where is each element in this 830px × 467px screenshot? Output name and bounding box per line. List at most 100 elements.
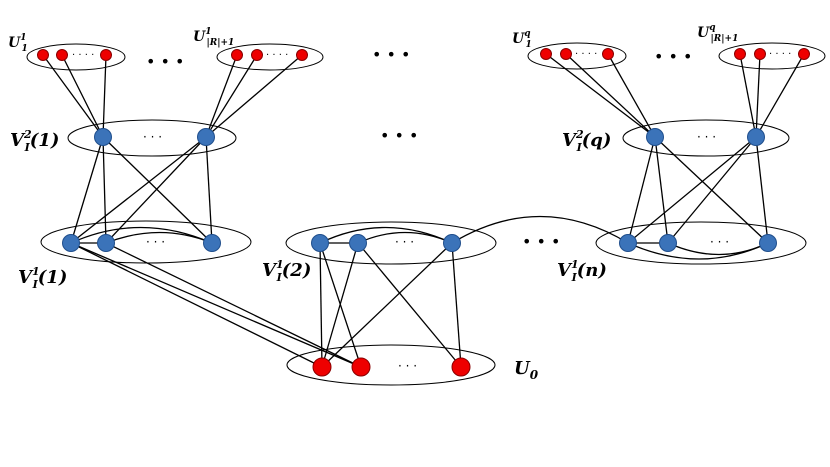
node-uq-1-c — [602, 48, 614, 60]
node-v2-q-a — [646, 128, 664, 146]
edge — [321, 242, 453, 368]
blue-nodes — [62, 128, 777, 252]
node-v2-1-a — [94, 128, 112, 146]
edge — [102, 136, 213, 244]
big-dots-top-left: • • • — [146, 52, 184, 71]
node-u1-r-c — [296, 49, 308, 61]
node-uq-r-b — [754, 48, 766, 60]
label-u1-r: U1|R|+1 — [193, 27, 234, 48]
dots-v2-q: · · · — [697, 130, 716, 144]
node-u1-1-b — [56, 49, 68, 61]
ellipse-v1-2 — [285, 221, 497, 265]
edge — [627, 136, 656, 244]
label-u0: U0 — [514, 358, 539, 382]
big-dots-top-right: • • • — [654, 47, 692, 66]
node-v1-2-a — [311, 234, 329, 252]
node-u1-1-c — [100, 49, 112, 61]
dots-u0: · · · — [398, 359, 417, 373]
edge — [451, 215, 629, 244]
edge — [319, 226, 453, 244]
ellipse-uq-1 — [527, 42, 627, 70]
edge — [70, 136, 104, 244]
edge — [565, 53, 656, 138]
edge — [70, 226, 213, 244]
node-u0-b — [351, 357, 371, 377]
ellipse-v1-1 — [40, 220, 252, 264]
label-uq-r: Uq|R|+1 — [697, 23, 738, 44]
node-uq-r-c — [798, 48, 810, 60]
edge — [451, 242, 462, 368]
node-u1-r-a — [231, 49, 243, 61]
edge — [667, 136, 757, 244]
node-uq-r-a — [734, 48, 746, 60]
ellipse-v1-n — [595, 221, 807, 265]
edge — [627, 136, 757, 244]
dots-u1-r: · · · · — [266, 50, 288, 61]
edge — [357, 231, 453, 244]
node-v2-q-b — [747, 128, 765, 146]
big-dots-row: • • • — [522, 232, 560, 251]
ellipse-v2-q — [622, 119, 790, 157]
edge — [205, 54, 258, 138]
edge — [105, 231, 213, 244]
node-u1-1-a — [37, 49, 49, 61]
node-u1-r-b — [251, 49, 263, 61]
dots-uq-r: · · · · — [769, 49, 791, 60]
node-v1-2-b — [349, 234, 367, 252]
node-v1-1-c — [203, 234, 221, 252]
ellipse-uq-r — [718, 42, 826, 70]
node-v1-n-a — [619, 234, 637, 252]
node-uq-1-a — [540, 48, 552, 60]
dots-v1-2: · · · — [395, 235, 414, 249]
edge — [755, 136, 769, 244]
edge — [545, 53, 656, 138]
node-u0-a — [312, 357, 332, 377]
edges — [42, 53, 805, 368]
dots-v1-1: · · · — [146, 235, 165, 249]
node-u0-c — [451, 357, 471, 377]
ellipse-u1-1 — [26, 43, 126, 71]
dots-v1-n: · · · — [710, 235, 729, 249]
big-dots-top-mid: • • • — [372, 45, 410, 64]
node-v2-1-b — [197, 128, 215, 146]
edge — [61, 54, 104, 138]
node-v1-n-b — [659, 234, 677, 252]
node-v1-2-c — [443, 234, 461, 252]
edge — [102, 136, 107, 244]
node-v1-n-c — [759, 234, 777, 252]
edge — [205, 136, 213, 244]
ellipse-u1-r — [216, 43, 324, 71]
edge — [319, 242, 323, 368]
edge — [667, 242, 769, 256]
edge — [755, 53, 761, 138]
node-v1-1-b — [97, 234, 115, 252]
edge — [105, 242, 362, 368]
edge — [654, 136, 669, 244]
dots-u1-1: · · · · — [72, 50, 94, 61]
edge — [70, 242, 362, 368]
edge — [321, 242, 359, 368]
dots-uq-1: · · · · — [575, 49, 597, 60]
node-v1-1-a — [62, 234, 80, 252]
group-ellipses — [26, 42, 826, 386]
edge — [607, 53, 656, 138]
outer-ellipses: • • • • • • • • • • • • • • • — [146, 45, 692, 251]
inner-ellipses: · · · · · · · · · · · · · · · · · · · · … — [72, 49, 791, 373]
edge — [205, 54, 303, 138]
edge — [70, 242, 323, 368]
ellipse-v2-1 — [67, 119, 237, 157]
edge — [205, 54, 238, 138]
node-uq-1-b — [560, 48, 572, 60]
ellipse-u0 — [286, 344, 496, 386]
big-dots-mid: • • • — [380, 126, 418, 145]
edge — [105, 136, 207, 244]
